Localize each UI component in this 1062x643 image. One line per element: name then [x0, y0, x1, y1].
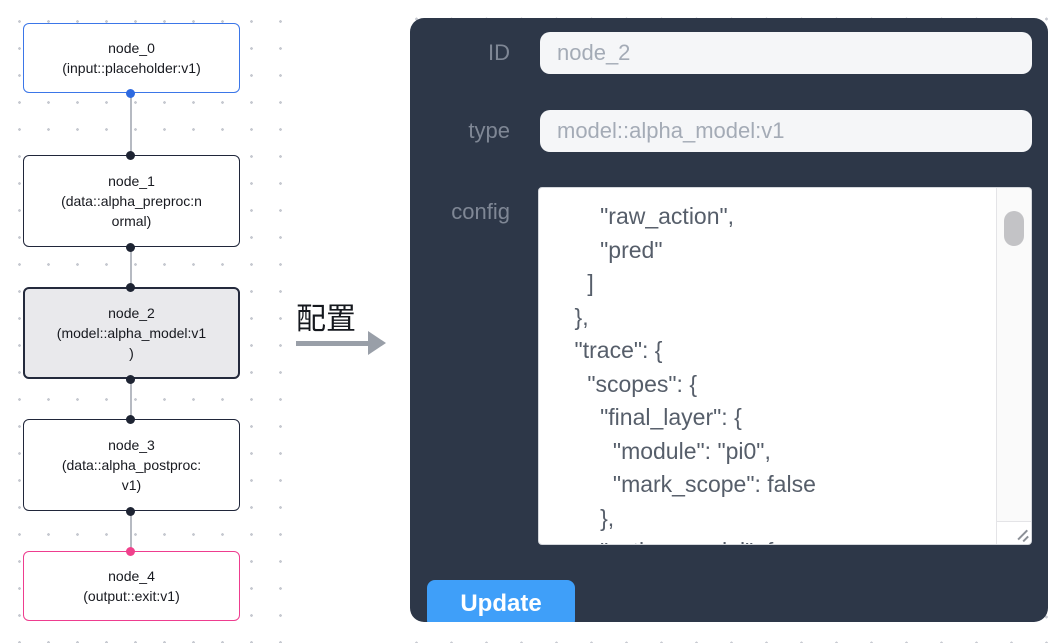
config-json-text[interactable]: "raw_action", "pred" ] }, "trace": { "sc… — [574, 203, 816, 544]
node2-source-handle[interactable] — [126, 375, 135, 384]
node-label: node_3 (data::alpha_postproc: v1) — [61, 437, 202, 493]
textarea-resize-corner[interactable] — [996, 521, 1031, 544]
flow-edge-node0-node1 — [130, 95, 132, 155]
flow-node-node_4[interactable]: node_4 (output::exit:v1) — [23, 551, 240, 621]
flow-node-node_3[interactable]: node_3 (data::alpha_postproc: v1) — [23, 419, 240, 511]
config-canvas: ID type config "raw_action", "pred" ] },… — [392, 0, 1062, 643]
node3-source-handle[interactable] — [126, 507, 135, 516]
flow-node-node_1[interactable]: node_1 (data::alpha_preproc:n ormal) — [23, 155, 240, 247]
node-config-panel: ID type config "raw_action", "pred" ] },… — [410, 18, 1048, 622]
config-scrollbar[interactable] — [996, 188, 1031, 521]
node-label: node_2 (model::alpha_model:v1 ) — [56, 305, 207, 361]
node1-source-handle[interactable] — [126, 243, 135, 252]
right-arrow-icon — [296, 341, 370, 346]
node4-target-handle[interactable] — [126, 547, 135, 556]
node1-target-handle[interactable] — [126, 151, 135, 160]
flow-node-node_2-selected[interactable]: node_2 (model::alpha_model:v1 ) — [23, 287, 240, 379]
node-label: node_1 (data::alpha_preproc:n ormal) — [61, 173, 202, 229]
id-input[interactable] — [540, 32, 1032, 74]
type-input[interactable] — [540, 110, 1032, 152]
flow-node-node_0[interactable]: node_0 (input::placeholder:v1) — [23, 23, 240, 93]
config-scrollbar-thumb[interactable] — [1004, 211, 1024, 246]
node0-source-handle[interactable] — [126, 89, 135, 98]
transfer-label: 配置 — [296, 303, 356, 336]
node2-target-handle[interactable] — [126, 283, 135, 292]
flow-edge-node1-node2 — [130, 249, 132, 287]
node-label: node_0 (input::placeholder:v1) — [62, 40, 201, 76]
node3-target-handle[interactable] — [126, 415, 135, 424]
flow-edge-node2-node3 — [130, 381, 132, 419]
config-textarea[interactable]: "raw_action", "pred" ] }, "trace": { "sc… — [538, 187, 1032, 545]
id-field-label: ID — [488, 40, 510, 65]
transfer-annotation: 配置 — [288, 290, 398, 360]
update-button[interactable]: Update — [427, 580, 575, 622]
flow-canvas[interactable]: node_0 (input::placeholder:v1) node_1 (d… — [0, 0, 282, 643]
right-arrow-head-icon — [368, 331, 386, 355]
resize-grip-icon — [1022, 535, 1029, 542]
node-label: node_4 (output::exit:v1) — [83, 568, 180, 604]
type-field-label: type — [468, 118, 510, 143]
flow-edge-node3-node4 — [130, 513, 132, 551]
config-field-label: config — [451, 199, 510, 224]
